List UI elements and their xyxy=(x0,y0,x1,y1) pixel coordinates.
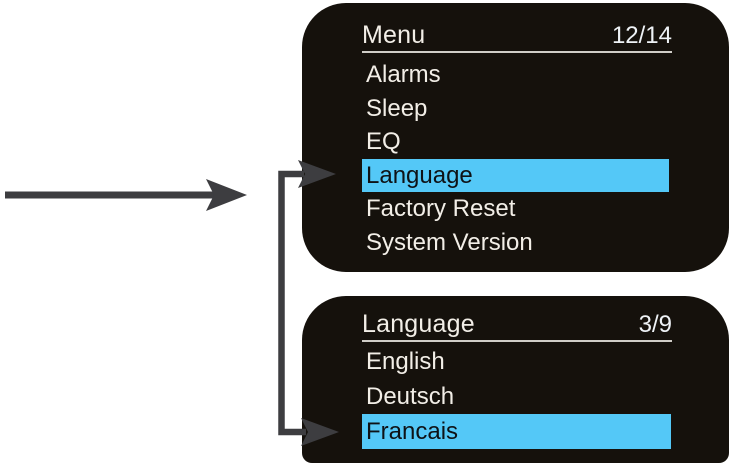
menu-item-alarms: Alarms xyxy=(366,61,441,88)
menu-screen-header: Menu 12/14 xyxy=(362,21,672,53)
menu-item-eq: EQ xyxy=(366,128,401,155)
menu-item-sleep: Sleep xyxy=(366,94,428,122)
language-page-indicator: 3/9 xyxy=(638,311,672,338)
menu-item-list: Alarms Sleep EQ Language Factory Reset S… xyxy=(302,58,729,259)
menu-screen: Menu 12/14 Alarms Sleep EQ Language Fact… xyxy=(302,3,729,272)
menu-item-system-version: System Version xyxy=(366,228,533,256)
language-item-list: English Deutsch Francais xyxy=(302,344,729,449)
language-item-english: English xyxy=(366,348,445,375)
menu-page-indicator: 12/14 xyxy=(611,22,672,49)
menu-item-language: Language xyxy=(362,158,669,192)
language-screen-title: Language xyxy=(362,310,475,338)
menu-screen-title: Menu xyxy=(362,21,426,49)
menu-item-factory-reset: Factory Reset xyxy=(366,195,516,222)
language-item-deutsch: Deutsch xyxy=(366,383,455,410)
flow-arrow-icon xyxy=(5,179,247,211)
language-screen-header: Language 3/9 xyxy=(362,310,672,342)
language-item-francais: Francais xyxy=(362,414,671,449)
language-screen: Language 3/9 English Deutsch Francais xyxy=(302,296,729,463)
